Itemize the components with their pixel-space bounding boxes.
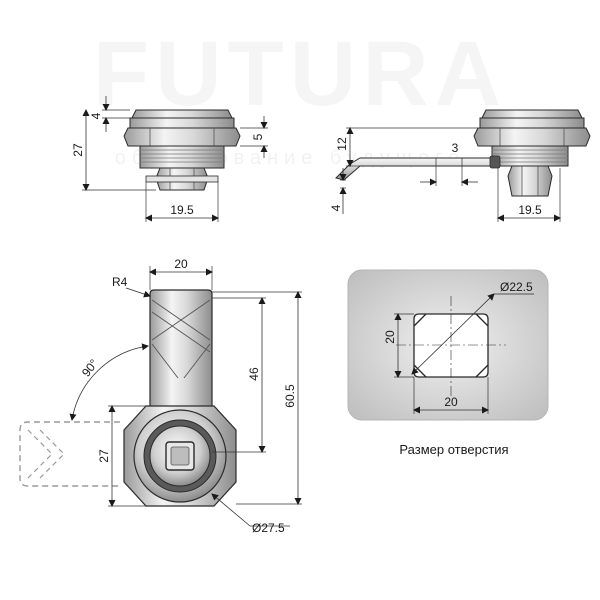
front-dim-cam-width: 20	[174, 257, 188, 271]
left-dim-nut: 5	[251, 133, 265, 140]
right-dim-offset: 4	[329, 204, 343, 211]
cutout-diagram: Ø22.5 20 20 Размер отверстия	[347, 269, 549, 457]
front-dim-radius: R4	[112, 275, 128, 289]
right-dim-thread: 12	[335, 137, 349, 151]
cutout-dim-width: 20	[444, 395, 458, 409]
front-dim-cam-length: 46	[247, 367, 261, 381]
cutout-caption: Размер отверстия	[399, 442, 508, 457]
front-dim-body: 27	[97, 449, 111, 463]
front-dim-total-length: 60.5	[283, 384, 297, 408]
front-dim-diameter: Ø27.5	[252, 521, 285, 535]
left-dim-top: 4	[89, 112, 103, 119]
cutout-dim-height: 20	[383, 330, 397, 344]
left-dim-width: 19.5	[170, 203, 194, 217]
front-view: R4 20 46 60.5 27 90° Ø27.5	[19, 257, 302, 535]
cutout-dim-diameter: Ø22.5	[500, 280, 533, 294]
side-view-left: 4 27 5 19.5	[71, 96, 268, 222]
side-view-right: 12 3 4 19.5	[329, 109, 591, 222]
right-dim-cam: 3	[452, 141, 459, 155]
front-dim-angle: 90°	[79, 356, 101, 379]
right-dim-width: 19.5	[518, 203, 542, 217]
left-dim-height: 27	[71, 143, 85, 157]
